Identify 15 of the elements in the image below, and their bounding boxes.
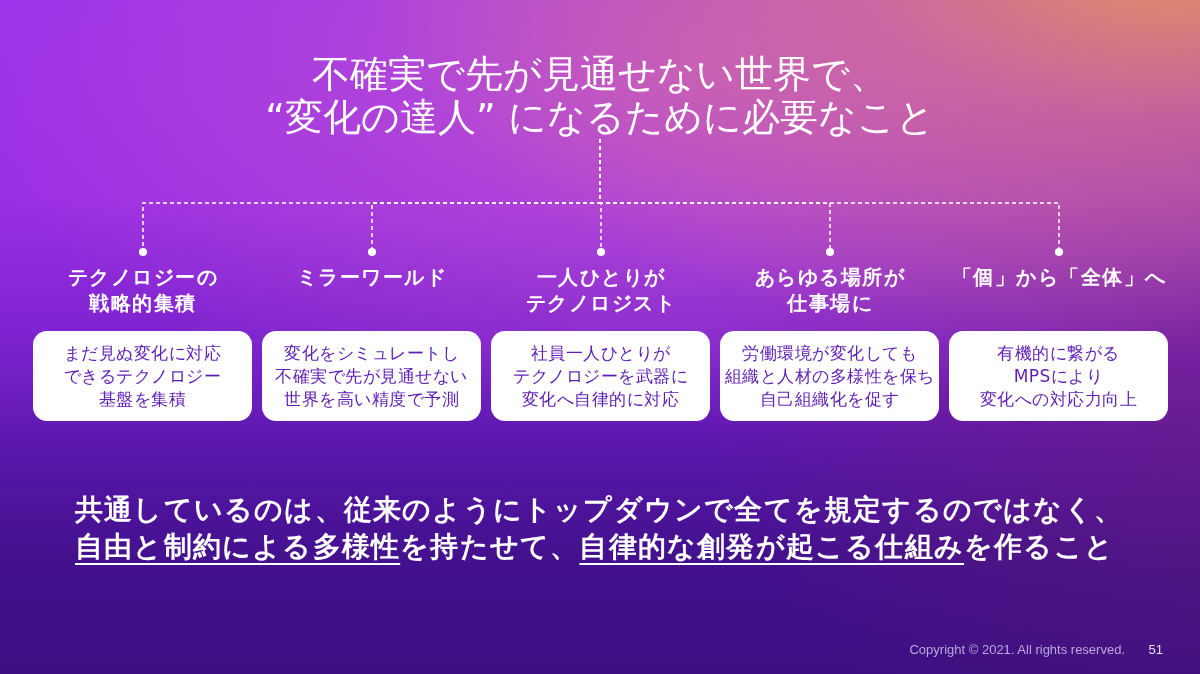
- description-text: 社員一人ひとりがテクノロジーを武器に変化へ自律的に対応: [513, 341, 688, 411]
- column-heading: あらゆる場所が仕事場に: [754, 264, 906, 316]
- column-heading: 一人ひとりがテクノロジスト: [525, 264, 677, 316]
- description-text: 有機的に繋がるMPSにより変化への対応力向上: [979, 341, 1138, 411]
- summary-text: 共通しているのは、従来のようにトップダウンで全てを規定するのではなく、自由と制約による多様性を持たせて、自律的な創発が起こる仕組みを作ること: [75, 492, 1124, 565]
- copyright-text: Copyright © 2021. All rights reserved.: [909, 642, 1125, 658]
- root-topic-text: 不確実で先が見通せない世界で、“変化の達人” になるために必要なこと: [265, 53, 935, 139]
- description-text: 変化をシミュレートし不確実で先が見通せない世界を高い精度で予測: [275, 341, 468, 411]
- description-text: まだ見ぬ変化に対応できるテクノロジー基盤を集積: [63, 341, 222, 411]
- column-heading: テクノロジーの戦略的集積: [67, 264, 219, 316]
- page-number: 51: [1148, 642, 1163, 658]
- column-heading: ミラーワールド: [296, 264, 448, 290]
- dashed-connector: [599, 138, 1064, 257]
- description-text: 労働環境が変化しても組織と人材の多様性を保ち自己組織化を促す: [724, 341, 935, 411]
- column-heading: 「個」から「全体」へ: [951, 264, 1167, 290]
